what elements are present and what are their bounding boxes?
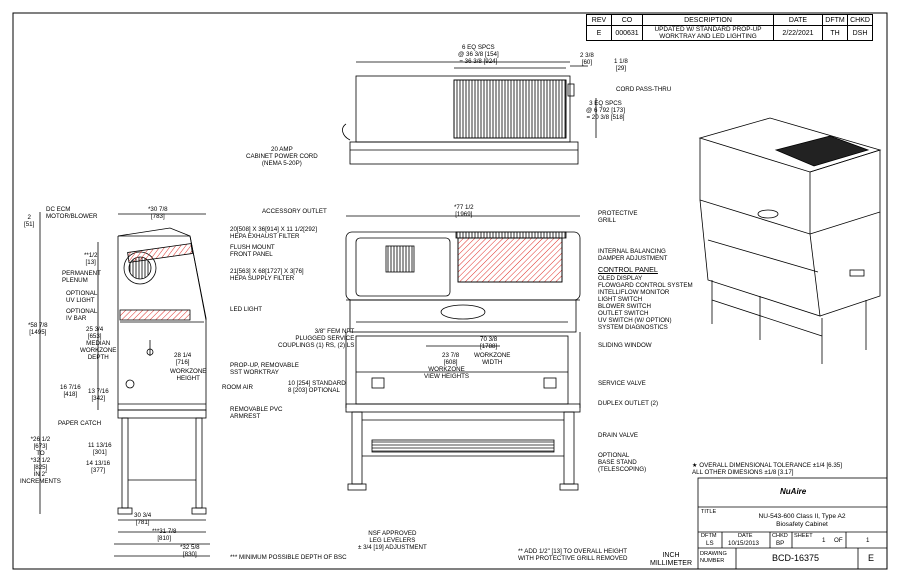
eq-spcs-depth-label: 3 EQ SPCS @ 6 792 [173] = 20 3/8 [518] xyxy=(586,100,625,121)
title-label: TITLE xyxy=(701,509,717,515)
nuaire-logo: NuAire xyxy=(780,487,807,496)
accessory-outlet-label: ACCESSORY OUTLET xyxy=(262,208,327,215)
chkd-value: DSH xyxy=(847,25,873,41)
dftm-header: DFTM xyxy=(822,14,848,26)
internal-balancing-label: INTERNAL BALANCING DAMPER ADJUSTMENT xyxy=(598,248,668,262)
revision-header-row: REV CO DESCRIPTION DATE DFTM CHKD xyxy=(586,14,873,26)
front-view xyxy=(345,215,581,491)
co-header: CO xyxy=(611,14,643,26)
dim-2-3-8-label: 2 3/8 [60] xyxy=(580,52,594,66)
drawing-number: BCD-16375 xyxy=(772,553,820,563)
dim-30-3-4-label: 30 3/4 [781] xyxy=(134,512,152,526)
drawing-title: NU-543-600 Class II, Type A2 Biosafety C… xyxy=(758,513,846,528)
paper-catch-label: PAPER CATCH xyxy=(58,420,102,427)
optional-uv-label: OPTIONAL UV LIGHT xyxy=(66,290,98,304)
view-heights-label: WORKZONE VIEW HEIGHTS xyxy=(424,366,470,380)
description-header: DESCRIPTION xyxy=(642,14,774,26)
sheet-border xyxy=(12,12,888,570)
of-value: 1 xyxy=(866,537,870,544)
flush-mount-label: FLUSH MOUNT FRONT PANEL xyxy=(230,244,275,258)
co-value: 000631 xyxy=(611,25,643,41)
prop-up-label: PROP-UP, REMOVABLE SST WORKTRAY xyxy=(230,362,299,376)
dim-32-5-8-label: *32 5/8 [830] xyxy=(180,544,200,558)
power-cord-label: 20 AMP CABINET POWER CORD (NEMA 5-20P) xyxy=(246,146,318,167)
permanent-plenum-label: PERMANENT PLENUM xyxy=(62,270,101,284)
dim-25-3-4-label: 25 3/4 [653] xyxy=(86,326,104,340)
dim-26-1-2-label: *26 1/2 [673] TO *32 1/2 [825] IN 2" INC… xyxy=(20,436,61,485)
chkd-label: CHKD xyxy=(772,533,788,539)
date-label: DATE xyxy=(738,533,753,539)
duplex-outlet-label: DUPLEX OUTLET (2) xyxy=(598,400,659,407)
side-view xyxy=(39,212,210,557)
sliding-window-label: SLIDING WINDOW xyxy=(598,342,652,349)
dim-31-7-8-label: ***31 7/8 [810] xyxy=(152,528,177,542)
rev-letter: E xyxy=(868,553,875,563)
dim-23-7-8-label: 23 7/8 [608] xyxy=(442,352,460,366)
sheet-label: SHEET xyxy=(794,533,813,539)
date-value: 2/22/2021 xyxy=(773,25,823,41)
dftm-value: LS xyxy=(706,540,714,547)
sheet-value: 1 xyxy=(822,537,826,544)
rev-value: E xyxy=(586,25,612,41)
top-view xyxy=(342,61,597,165)
dim-14-13-16-label: 14 13/16 [377] xyxy=(86,460,111,474)
cord-pass-thru-label: CORD PASS-THRU xyxy=(616,86,672,93)
optional-base-label: OPTIONAL BASE STAND (TELESCOPING) xyxy=(598,452,647,473)
dim-1-1-8-label: 1 1/8 [29] xyxy=(614,58,628,72)
units-label: INCH MILLIMETER xyxy=(650,552,693,567)
dim-13-7-16-label: 13 7/16 [342] xyxy=(88,388,109,402)
date-value: 10/15/2013 xyxy=(728,540,759,547)
dim-half-label: **1/2 [13] xyxy=(84,252,98,266)
isometric-view xyxy=(698,117,882,364)
tolerance-note: ★ OVERALL DIMENSIONAL TOLERANCE ±1/4 [6.… xyxy=(692,462,842,476)
control-panel-items: OLED DISPLAY FLOWGARD CONTROL SYSTEM INT… xyxy=(598,275,693,331)
control-panel-title: CONTROL PANEL xyxy=(598,265,658,274)
dftm-label: DFTM xyxy=(701,533,717,539)
add-note-label: ** ADD 1/2" [13] TO OVERALL HEIGHT WITH … xyxy=(518,548,628,562)
dim-11-13-16-label: 11 13/16 [301] xyxy=(88,442,112,456)
of-label: OF xyxy=(834,537,843,544)
hepa-supply-label: 21[563] X 68[1727] X 3[76] HEPA SUPPLY F… xyxy=(230,268,304,282)
service-valve-label: SERVICE VALVE xyxy=(598,380,646,387)
date-header: DATE xyxy=(773,14,823,26)
dim-16-7-16-label: 16 7/16 [418] xyxy=(60,384,81,398)
description-value: UPDATED W/ STANDARD PROP-UP WORKTRAY AND… xyxy=(642,25,774,41)
rev-header: REV xyxy=(586,14,612,26)
median-depth-label: MEDIAN WORKZONE DEPTH xyxy=(80,340,117,361)
dftm-value: TH xyxy=(822,25,848,41)
dim-77-1-2-label: *77 1/2 [1969] xyxy=(454,204,474,218)
workzone-height-label: WORKZONE HEIGHT xyxy=(170,368,207,382)
nsf-levelers-label: NSF APPROVED LEG LEVELERS ± 3/4 [19] ADJ… xyxy=(358,530,427,551)
chkd-value: BP xyxy=(776,540,785,547)
drawing-number-label: DRAWING NUMBER xyxy=(700,551,727,564)
dim-30-7-8-label: *30 7/8 [783] xyxy=(148,206,168,220)
room-air-label: ROOM AIR xyxy=(222,384,253,391)
revision-row: E 000631 UPDATED W/ STANDARD PROP-UP WOR… xyxy=(586,25,873,41)
eq-spcs-width-label: 6 EQ SPCS @ 36 3/8 [154] = 36 3/8 [924] xyxy=(458,44,499,65)
revision-table: REV CO DESCRIPTION DATE DFTM CHKD E 0006… xyxy=(586,14,873,41)
workzone-width-label: WORKZONE WIDTH xyxy=(474,352,511,366)
optional-iv-label: OPTIONAL IV BAR xyxy=(66,308,98,322)
led-light-label: LED LIGHT xyxy=(230,306,262,313)
dc-ecm-label: DC ECM MOTOR/BLOWER xyxy=(46,206,98,220)
dim-58-7-8-label: *58 7/8 [1495] xyxy=(28,322,48,336)
chkd-header: CHKD xyxy=(847,14,873,26)
dim-28-1-4-label: 28 1/4 [716] xyxy=(174,352,192,366)
fem-npt-label: 3/8" FEM NPT PLUGGED SERVICE COUPLINGS (… xyxy=(278,328,355,349)
title-block-frame xyxy=(697,477,888,570)
dim-2-label: 2 [51] xyxy=(24,214,35,228)
dim-10-8-label: 10 [254] STANDARD 8 [203] OPTIONAL xyxy=(288,380,346,394)
pvc-armrest-label: REMOVABLE PVC ARMREST xyxy=(230,406,283,420)
min-depth-note: *** MINIMUM POSSIBLE DEPTH OF BSC xyxy=(230,554,347,561)
protective-grill-label: PROTECTIVE GRILL xyxy=(598,210,638,224)
drain-valve-label: DRAIN VALVE xyxy=(598,432,638,439)
dim-70-3-8-label: 70 3/8 [1788] xyxy=(480,336,498,350)
hepa-exhaust-label: 20[508] X 36[914] X 11 1/2[292] HEPA EXH… xyxy=(230,226,317,240)
